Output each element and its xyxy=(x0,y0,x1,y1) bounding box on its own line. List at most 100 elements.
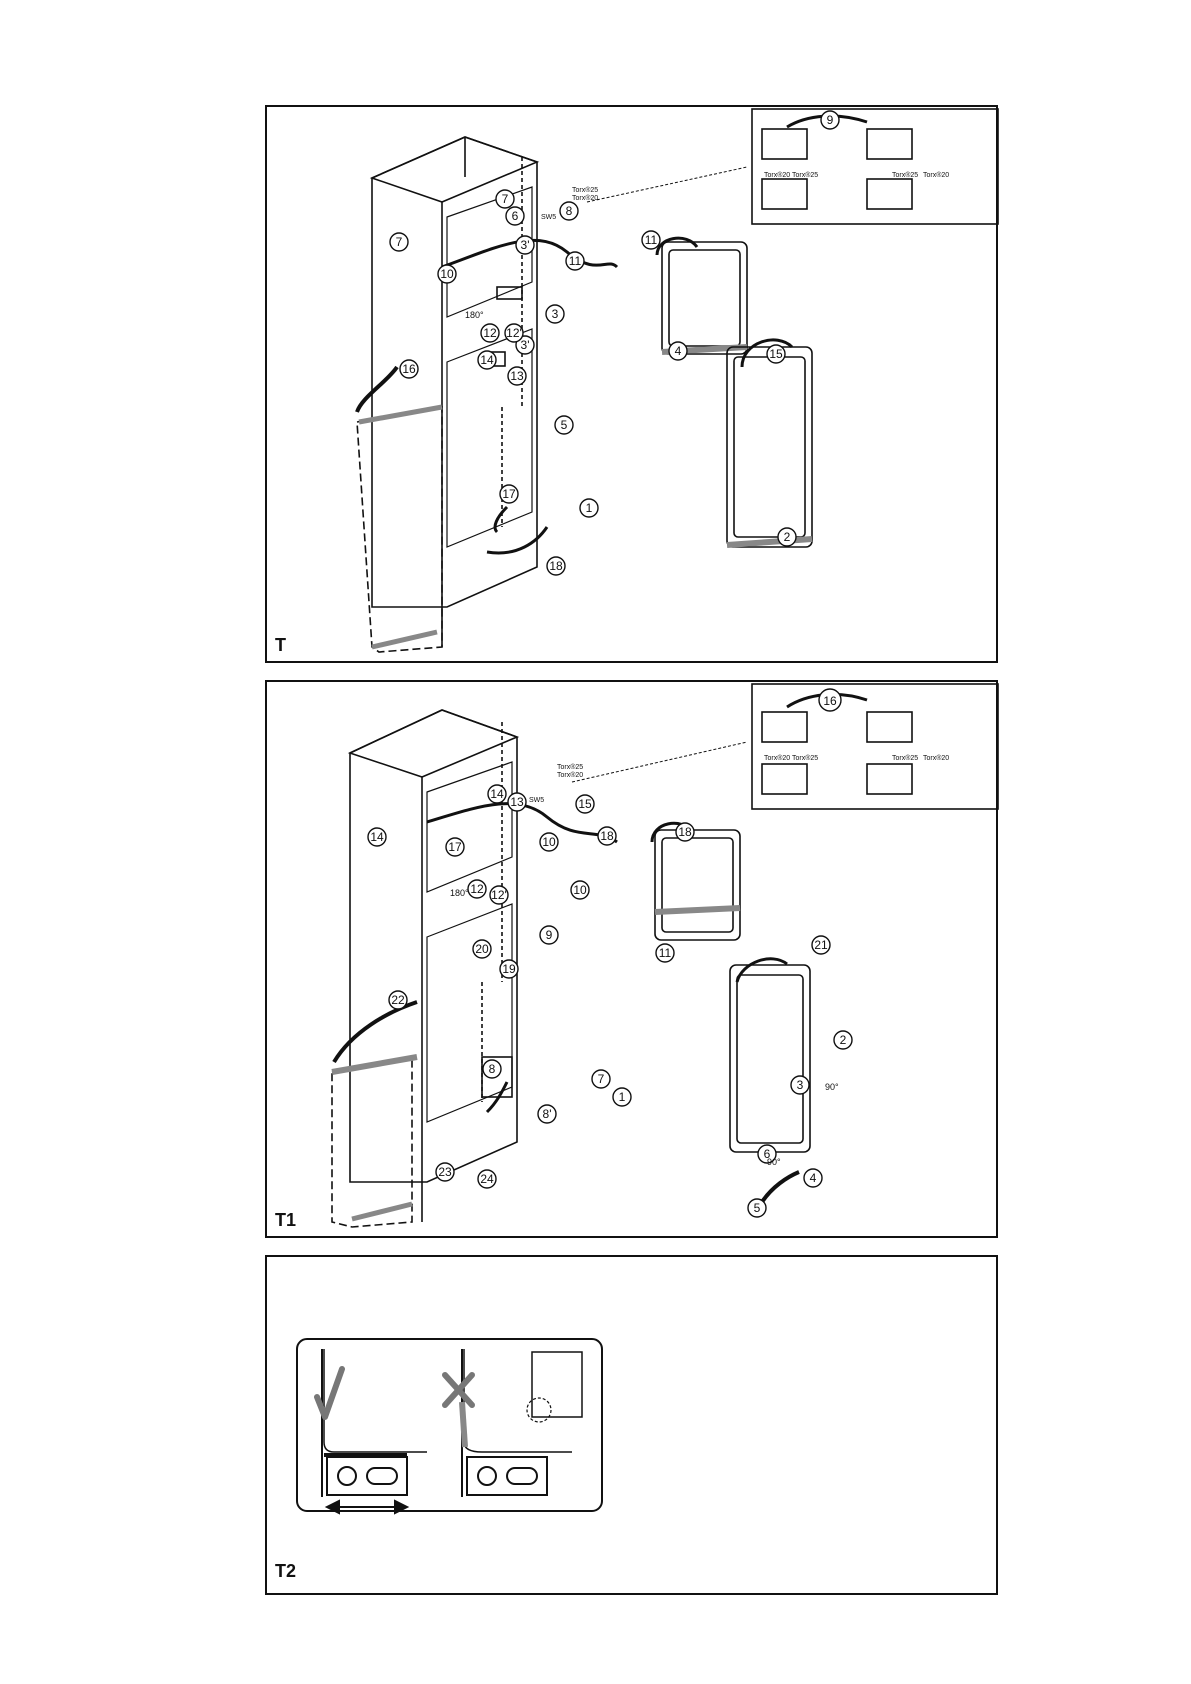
svg-text:20: 20 xyxy=(475,942,489,956)
svg-text:5: 5 xyxy=(561,418,568,432)
lower-door-outline xyxy=(331,1056,413,1228)
svg-text:7: 7 xyxy=(598,1072,605,1086)
step-marker: 23 xyxy=(435,1162,455,1182)
svg-text:180°: 180° xyxy=(465,310,484,320)
step-marker: 10 xyxy=(437,264,457,284)
panel-t1: 1 2 3 4 5 6 7 8 8' 9 10 10 11 12 12' 13 … xyxy=(265,680,999,1238)
svg-text:21: 21 xyxy=(814,938,828,952)
step-marker: 13 xyxy=(507,366,527,386)
svg-text:10: 10 xyxy=(573,883,587,897)
svg-text:3: 3 xyxy=(552,307,559,321)
step-marker: 16 xyxy=(399,359,419,379)
step-marker: 9 xyxy=(820,110,840,130)
svg-text:Torx®20: Torx®20 xyxy=(764,171,790,179)
svg-text:7: 7 xyxy=(396,235,403,249)
svg-text:8: 8 xyxy=(489,1062,496,1076)
step-marker: 19 xyxy=(499,959,519,979)
step-marker: 2 xyxy=(833,1030,853,1050)
step-marker: 7 xyxy=(495,189,515,209)
svg-text:15: 15 xyxy=(578,797,592,811)
svg-text:9: 9 xyxy=(546,928,553,942)
step-marker: 4 xyxy=(668,341,688,361)
svg-text:24: 24 xyxy=(480,1172,494,1186)
svg-text:11: 11 xyxy=(569,254,582,268)
step-marker: 18 xyxy=(675,822,695,842)
svg-text:13: 13 xyxy=(510,795,524,809)
svg-text:Torx®25: Torx®25 xyxy=(572,186,598,194)
step-marker: 11 xyxy=(565,251,585,271)
svg-text:17: 17 xyxy=(502,487,516,501)
svg-text:22: 22 xyxy=(391,993,405,1007)
svg-text:8: 8 xyxy=(566,204,573,218)
step-marker: 3 xyxy=(545,304,565,324)
panel-t: 1 2 3 3' 3' 4 5 6 7 7 8 9 10 11 11 12 12… xyxy=(265,105,999,663)
svg-text:16: 16 xyxy=(823,694,837,708)
foot-adjustment-diagram-t2 xyxy=(296,1338,603,1515)
step-marker: 6 xyxy=(757,1144,777,1164)
panel-label: T xyxy=(275,635,286,655)
svg-text:12': 12' xyxy=(491,888,507,902)
step-marker: 12 xyxy=(467,879,487,899)
fridge-cabinet xyxy=(349,709,518,1183)
svg-text:Torx®20: Torx®20 xyxy=(572,194,598,202)
step-marker: 6 xyxy=(505,206,525,226)
svg-text:17: 17 xyxy=(448,840,462,854)
svg-text:6: 6 xyxy=(512,209,519,223)
detail-frame xyxy=(296,1338,603,1512)
svg-text:8': 8' xyxy=(543,1107,552,1121)
step-marker: 15 xyxy=(766,344,786,364)
step-marker: 22 xyxy=(388,990,408,1010)
step-marker: 1 xyxy=(612,1087,632,1107)
svg-text:12': 12' xyxy=(506,326,522,340)
step-marker: 5 xyxy=(554,415,574,435)
step-marker: 3 xyxy=(790,1075,810,1095)
svg-text:Torx®20: Torx®20 xyxy=(557,771,583,779)
svg-text:180°: 180° xyxy=(450,888,469,898)
check-icon xyxy=(314,1366,345,1420)
svg-text:13: 13 xyxy=(510,369,524,383)
svg-text:12: 12 xyxy=(470,882,484,896)
upper-door xyxy=(661,241,748,355)
svg-text:19: 19 xyxy=(502,962,516,976)
inset-torx-detail xyxy=(751,108,999,225)
svg-text:3: 3 xyxy=(797,1078,804,1092)
step-marker: 10 xyxy=(539,832,559,852)
step-marker: 12' xyxy=(489,885,509,905)
step-marker: 2 xyxy=(777,527,797,547)
step-marker: 11 xyxy=(641,230,661,250)
svg-text:5: 5 xyxy=(754,1201,761,1215)
step-marker: 14 xyxy=(487,784,507,804)
step-label: 1 xyxy=(586,501,593,515)
svg-text:23: 23 xyxy=(438,1165,452,1179)
step-marker: 14 xyxy=(367,827,387,847)
step-marker: 17 xyxy=(499,484,519,504)
step-marker: 21 xyxy=(811,935,831,955)
step-marker: 5 xyxy=(747,1198,767,1218)
step-marker: 15 xyxy=(575,794,595,814)
step-marker: 7 xyxy=(591,1069,611,1089)
step-marker: 8 xyxy=(559,201,579,221)
svg-text:18: 18 xyxy=(549,559,563,573)
svg-text:Torx®20: Torx®20 xyxy=(923,754,949,762)
svg-text:6: 6 xyxy=(764,1147,771,1161)
svg-text:11: 11 xyxy=(645,233,658,247)
svg-text:15: 15 xyxy=(769,347,783,361)
panel-label: T1 xyxy=(275,1210,297,1230)
svg-text:18: 18 xyxy=(678,825,692,839)
step-marker: 16 xyxy=(818,688,842,712)
svg-text:12: 12 xyxy=(483,326,497,340)
svg-text:Torx®25: Torx®25 xyxy=(557,763,583,771)
svg-text:9: 9 xyxy=(827,113,834,127)
svg-text:90°: 90° xyxy=(825,1082,839,1092)
step-marker: 8 xyxy=(482,1059,502,1079)
step-marker: 18 xyxy=(597,826,617,846)
step-marker: 20 xyxy=(472,939,492,959)
step-marker: 10 xyxy=(570,880,590,900)
step-marker: 1 xyxy=(579,498,599,518)
step-marker: 14 xyxy=(477,350,497,370)
svg-text:Torx®20: Torx®20 xyxy=(923,171,949,179)
step-marker: 3' xyxy=(515,335,535,355)
svg-text:10: 10 xyxy=(542,835,556,849)
svg-text:Torx®25: Torx®25 xyxy=(892,171,918,179)
step-marker: 24 xyxy=(477,1169,497,1189)
